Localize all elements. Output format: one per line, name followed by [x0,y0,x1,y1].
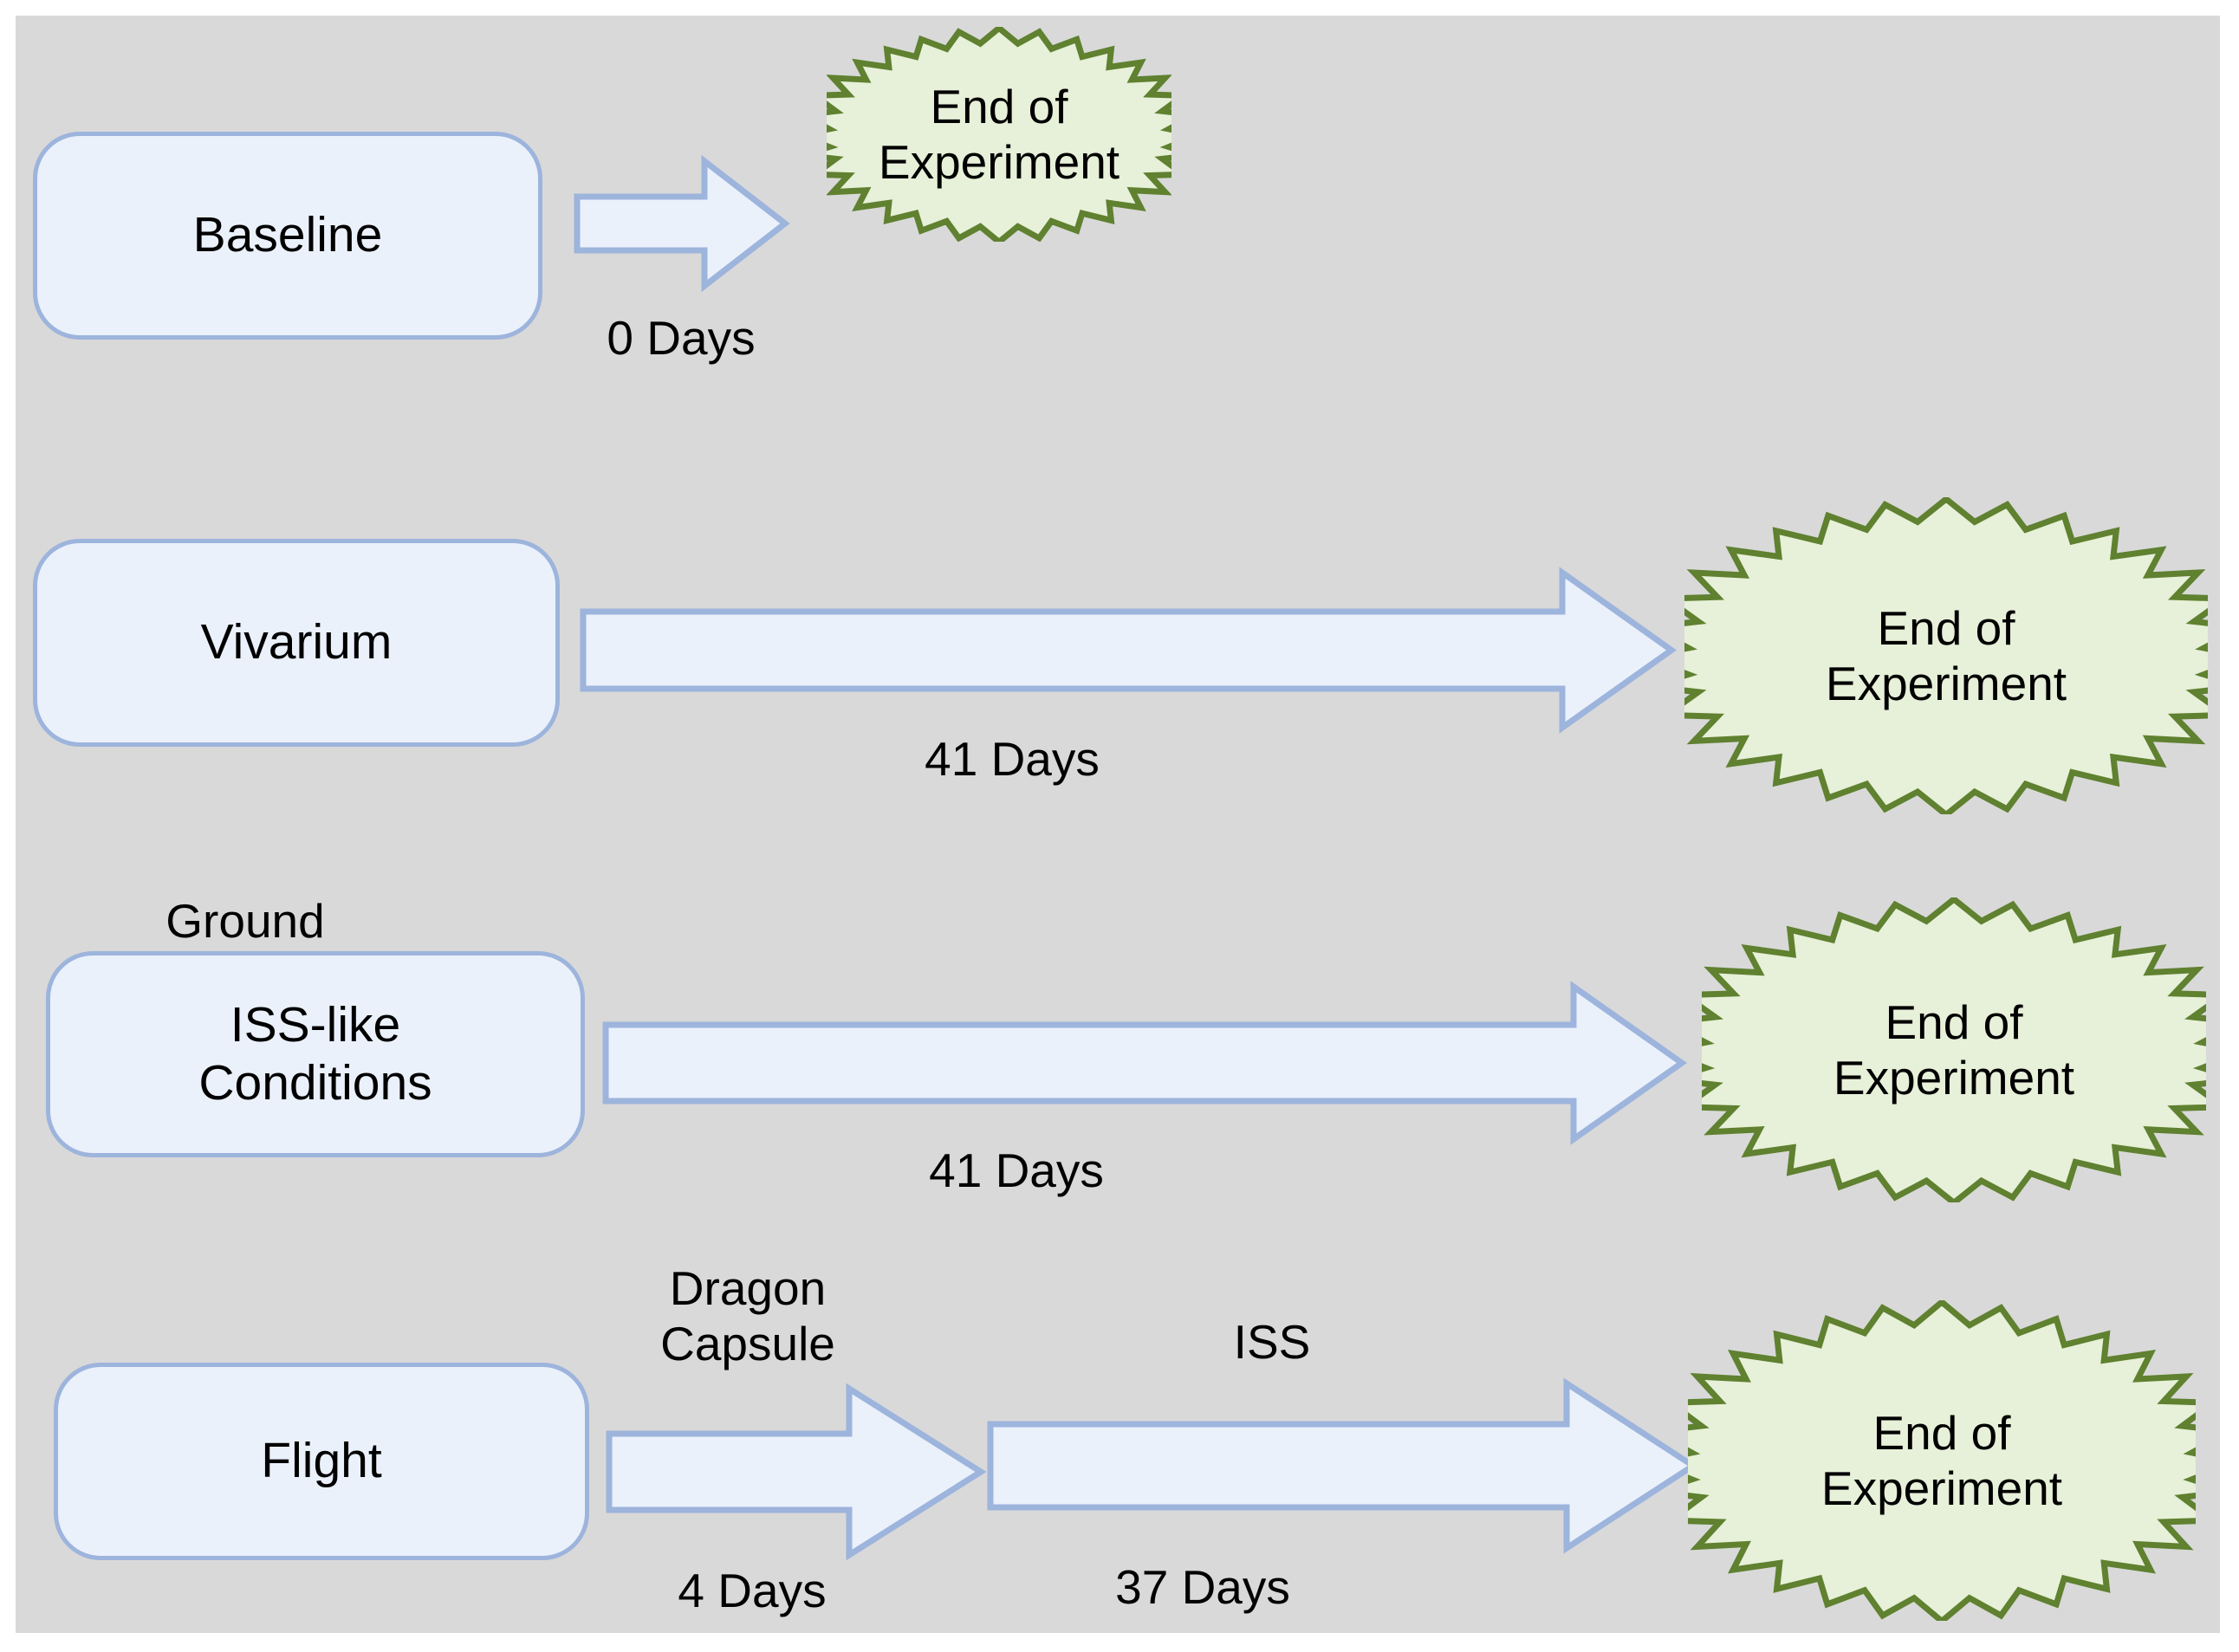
diagram-background: Baseline 0 Days End of Experiment Vivari… [16,16,2220,1633]
node-box-baseline[interactable]: Baseline [33,132,542,340]
end-of-experiment-star-baseline[interactable]: End of Experiment [827,27,1171,242]
node-box-label: Vivarium [200,614,393,671]
duration-label-flight-iss: 37 Days [1115,1560,1290,1614]
node-box-iss-like-conditions[interactable]: ISS-like Conditions [46,951,585,1157]
duration-label-ground-0: 41 Days [929,1143,1104,1197]
duration-label-baseline-0: 0 Days [607,311,756,365]
node-box-vivarium[interactable]: Vivarium [33,539,560,747]
node-box-label: Flight [261,1433,382,1489]
arrow-ground-41-days[interactable] [603,984,1684,1142]
node-box-label: Baseline [192,207,383,263]
node-box-flight[interactable]: Flight [54,1363,589,1560]
node-box-label: ISS-like Conditions [198,996,432,1111]
segment-label-iss: ISS [1233,1315,1311,1369]
end-of-experiment-star-flight[interactable]: End of Experiment [1688,1300,2196,1621]
arrow-flight-dragon-capsule[interactable] [607,1386,984,1558]
arrow-flight-iss[interactable] [988,1381,1697,1551]
arrow-vivarium-41-days[interactable] [581,570,1674,730]
arrow-baseline-0-days[interactable] [574,159,788,288]
end-of-experiment-star-vivarium[interactable]: End of Experiment [1684,497,2208,814]
group-label-ground: Ground [165,894,325,948]
segment-label-dragon-capsule: Dragon Capsule [660,1261,835,1370]
end-of-experiment-star-ground[interactable]: End of Experiment [1702,897,2206,1202]
duration-label-flight-dragon: 4 Days [678,1564,827,1617]
duration-label-vivarium-0: 41 Days [925,732,1100,786]
